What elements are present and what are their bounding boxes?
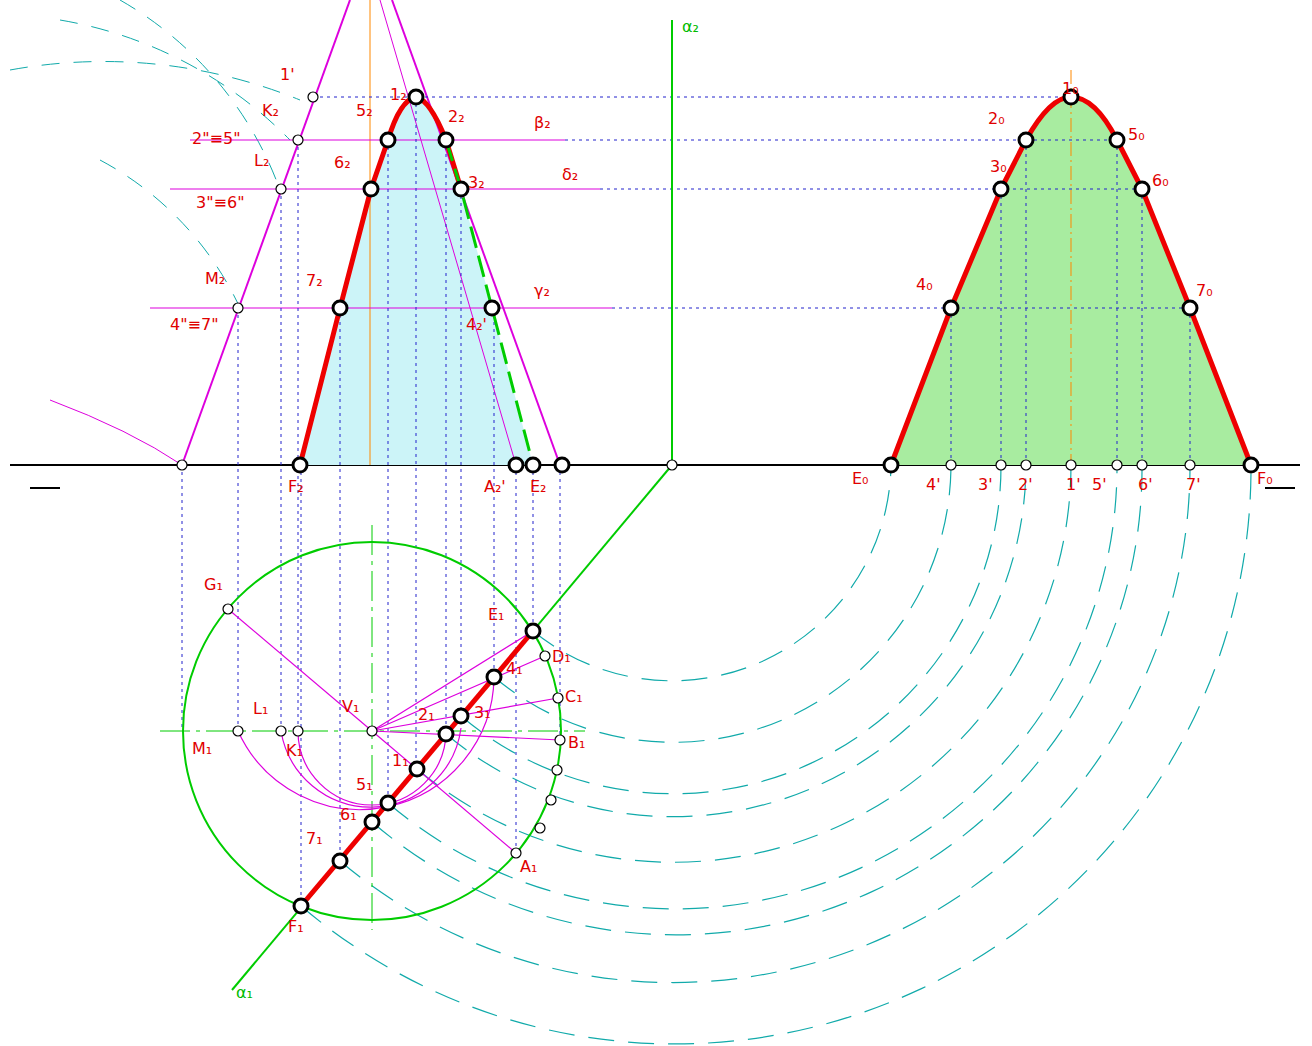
point-label: β₂: [534, 114, 551, 132]
point-label: 1': [1066, 476, 1081, 494]
point-label: 3₁: [474, 704, 491, 722]
point-label: M₁: [192, 740, 212, 758]
point-label: F₀: [1257, 470, 1273, 488]
point-label: F₁: [288, 918, 304, 936]
point-label: 7': [1186, 476, 1201, 494]
point-label: A₁: [520, 858, 537, 876]
point-label: D₁: [552, 648, 571, 666]
point-label: 7₀: [1196, 282, 1213, 300]
point-label: 7₁: [306, 830, 323, 848]
point-label: A₂': [484, 478, 506, 496]
point-label: 4₀: [916, 276, 933, 294]
point-label: 4₁: [506, 660, 523, 678]
point-label: 5': [1092, 476, 1107, 494]
point-label: K₁: [286, 742, 303, 760]
point-label: 1₀: [1062, 80, 1079, 98]
point-label: 5₁: [356, 776, 373, 794]
point-label: 2₂: [448, 108, 465, 126]
point-label: 2': [1018, 476, 1033, 494]
point-label: γ₂: [534, 282, 550, 300]
point-label: V₁: [342, 698, 359, 716]
point-label: δ₂: [562, 166, 578, 184]
point-label: 5₂: [356, 102, 373, 120]
point-label: 3₂: [468, 174, 485, 192]
point-label: M₂: [205, 270, 225, 288]
point-label: C₁: [565, 688, 583, 706]
point-label: 5₀: [1128, 126, 1145, 144]
point-label: 4₂': [466, 316, 487, 334]
point-label: 7₂: [306, 272, 323, 290]
point-label: 6': [1138, 476, 1153, 494]
point-label: 4"≡7": [170, 316, 218, 334]
point-label: G₁: [204, 576, 223, 594]
point-label: 4': [926, 476, 941, 494]
point-label: 2₀: [988, 110, 1005, 128]
point-label: 6₁: [340, 806, 357, 824]
point-label: L₁: [253, 700, 268, 718]
point-label: L₂: [254, 152, 269, 170]
point-label: F₂: [288, 478, 304, 496]
point-label: B₁: [568, 734, 585, 752]
point-label: K₂: [262, 102, 279, 120]
point-label: 2₁: [418, 706, 435, 724]
point-label: 3"≡6": [196, 194, 244, 212]
point-label: 1': [280, 66, 295, 84]
point-label: E₂: [530, 478, 547, 496]
point-label: E₁: [488, 606, 505, 624]
point-label: 1₂: [390, 86, 407, 104]
point-label: E₀: [852, 470, 869, 488]
point-label: 3': [978, 476, 993, 494]
point-label: 6₂: [334, 154, 351, 172]
point-label: α₁: [236, 984, 253, 1002]
point-label: 1₁: [392, 752, 409, 770]
point-label: α₂: [682, 18, 699, 36]
point-label: 3₀: [990, 158, 1007, 176]
point-label: 6₀: [1152, 172, 1169, 190]
point-label: 2"≡5": [192, 130, 240, 148]
